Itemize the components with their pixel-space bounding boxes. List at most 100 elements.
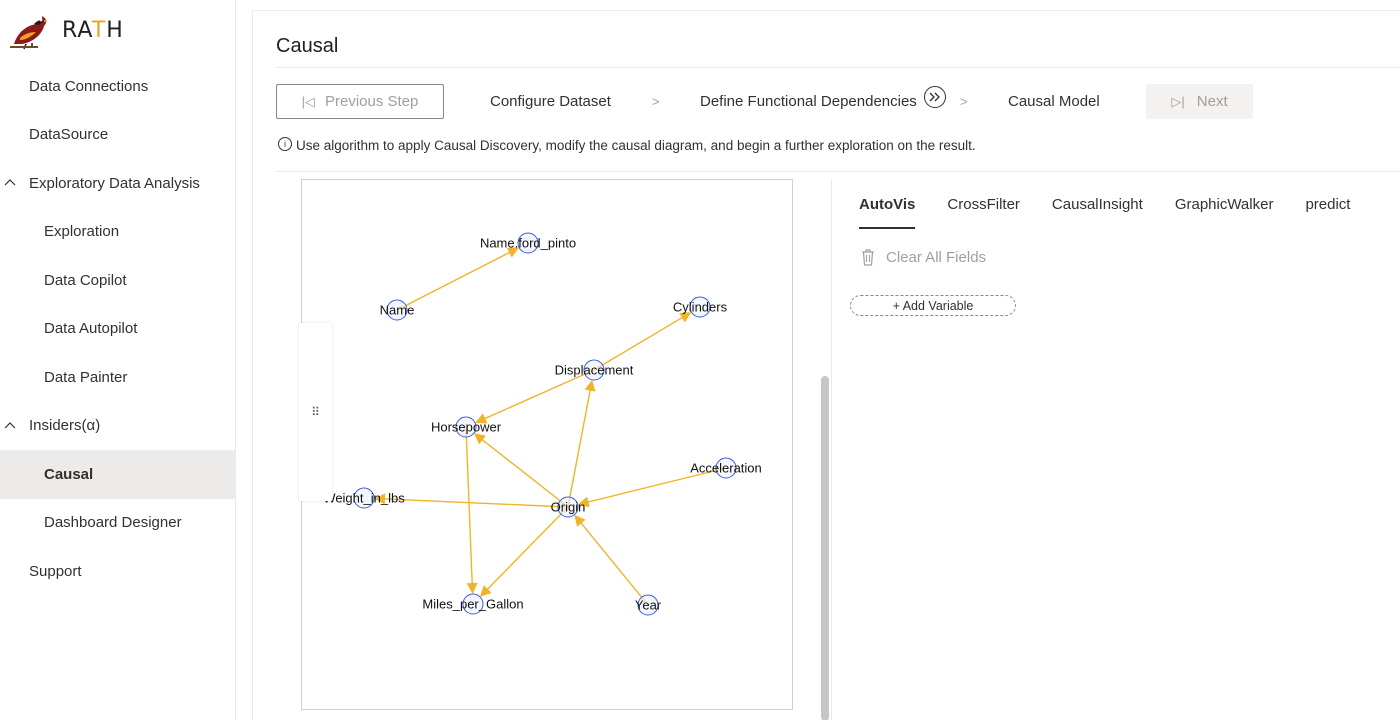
graph-edge-arrow (475, 413, 488, 424)
tab-predict[interactable]: predict (1305, 196, 1351, 213)
previous-step-label: Previous Step (324, 93, 419, 110)
graph-edge[interactable] (482, 369, 595, 421)
graph-node-label: Origin (551, 500, 586, 515)
graph-edge-arrow (479, 585, 492, 597)
divider (276, 67, 1400, 68)
graph-node-displacement[interactable] (583, 359, 605, 381)
add-variable-button[interactable]: + Add Variable (850, 295, 1016, 316)
graph-node-label: Miles_per_Gallon (422, 597, 523, 612)
sidebar-item-data-copilot[interactable]: Data Copilot (0, 256, 235, 305)
sidebar-item-causal[interactable]: Causal (0, 450, 235, 499)
divider (276, 171, 1400, 172)
graph-edge-arrow (473, 433, 486, 445)
clear-all-fields-button[interactable]: Clear All Fields (860, 248, 986, 266)
sidebar-item-datasource[interactable]: DataSource (0, 111, 235, 160)
clear-all-label: Clear All Fields (886, 248, 987, 266)
graph-edge[interactable] (381, 498, 569, 508)
step-separator: > (652, 94, 660, 109)
step-back-icon: |◁ (301, 93, 315, 109)
sidebar-item-label: Causal (44, 465, 94, 483)
tab-graphicwalker[interactable]: GraphicWalker (1174, 196, 1274, 213)
view-tabs: AutoVis CrossFilter CausalInsight GraphicWa… (859, 193, 1382, 229)
trash-icon (862, 249, 874, 266)
previous-step-button[interactable]: |◁ Previous Step (276, 84, 444, 119)
graph-node-label: Cylinders (673, 300, 728, 315)
graph-edge[interactable] (479, 437, 569, 508)
scrollbar-thumb[interactable] (821, 376, 829, 720)
tab-crossfilter[interactable]: CrossFilter (947, 196, 1020, 213)
step-define-functional-dependencies[interactable]: Define Functional Dependencies (700, 93, 917, 110)
graph-node-label: Weight_in_lbs (323, 491, 405, 506)
sidebar-item-label: Data Connections (29, 77, 149, 95)
graph-node-label: Displacement (555, 363, 634, 378)
sidebar-item-dashboard-designer[interactable]: Dashboard Designer (0, 499, 235, 548)
graph-node-weight[interactable] (353, 487, 375, 509)
graph-edge-arrow (584, 379, 596, 392)
sidebar-item-label: Data Painter (44, 368, 128, 386)
graph-node-label: Name.ford_pinto (480, 236, 576, 251)
graph-edge[interactable] (396, 250, 513, 311)
logo[interactable]: RATH (8, 10, 124, 50)
step-causal-model[interactable]: Causal Model (1008, 93, 1100, 110)
sidebar-item-data-autopilot[interactable]: Data Autopilot (0, 305, 235, 354)
sidebar-item-data-painter[interactable]: Data Painter (0, 353, 235, 402)
graph-node-label: Year (635, 598, 662, 613)
graph-edge-arrow (679, 312, 692, 323)
graph-node-year[interactable] (637, 594, 659, 616)
sidebar-item-label: Exploration (44, 223, 120, 241)
tab-autovis[interactable]: AutoVis (859, 193, 916, 229)
graph-node-label: Name (380, 303, 415, 318)
double-chevron-right-icon[interactable] (924, 86, 946, 108)
graph-node-horsepower[interactable] (455, 416, 477, 438)
graph-edge-arrow (373, 493, 386, 505)
graph-node-name_ford_pinto[interactable] (517, 232, 539, 254)
app-name: RATH (62, 17, 124, 43)
chevron-up-icon[interactable] (4, 177, 16, 189)
graph-node-origin[interactable] (557, 496, 579, 518)
sidebar-item-label: Insiders(α) (29, 417, 101, 435)
graph-node-name[interactable] (386, 299, 408, 321)
graph-edge[interactable] (585, 467, 727, 504)
sidebar-item-support[interactable]: Support (0, 547, 235, 596)
graph-edge-arrow (466, 582, 478, 595)
step-bar: |◁ Previous Step Configure Dataset > Def… (276, 84, 1376, 120)
drag-handle-icon[interactable]: ⠿ (299, 323, 332, 501)
graph-node-acceleration[interactable] (715, 457, 737, 479)
tab-causalinsight[interactable]: CausalInsight (1051, 196, 1143, 213)
graph-edge[interactable] (578, 520, 649, 606)
graph-edge[interactable] (593, 315, 685, 371)
graph-edge[interactable] (485, 506, 569, 592)
sidebar-item-label: DataSource (29, 126, 109, 144)
graph-node-mpg[interactable] (462, 593, 484, 615)
sidebar-item-label: Support (29, 562, 82, 580)
step-separator: > (960, 94, 968, 109)
chevron-up-icon[interactable] (4, 420, 16, 432)
sidebar-item-exploration[interactable]: Exploration (0, 208, 235, 257)
info-icon: i (278, 136, 292, 151)
page-title: Causal (276, 35, 339, 57)
sidebar-item-insiders[interactable]: Insiders(α) (0, 402, 235, 451)
graph-node-label: Acceleration (690, 461, 762, 476)
hint-message: Use algorithm to apply Causal Discovery,… (296, 138, 976, 153)
main-content: Causal |◁ Previous Step Configure Datase… (252, 10, 1400, 720)
step-forward-icon: ▷| (1171, 93, 1185, 109)
graph-edge-arrow (574, 514, 586, 527)
step-configure-dataset[interactable]: Configure Dataset (490, 93, 611, 110)
next-label: Next (1196, 93, 1228, 110)
scrollbar-track[interactable] (818, 179, 832, 720)
next-button[interactable]: ▷| Next (1146, 84, 1253, 119)
hint-text: i Use algorithm to apply Causal Discover… (278, 136, 976, 153)
graph-edge[interactable] (465, 426, 473, 587)
sidebar-item-label: Data Copilot (44, 271, 127, 289)
graph-edge[interactable] (567, 387, 592, 508)
graph-node-label: Horsepower (431, 420, 502, 435)
sidebar-item-exploratory-data-analysis[interactable]: Exploratory Data Analysis (0, 159, 235, 208)
graph-node-cylinders[interactable] (689, 296, 711, 318)
sidebar-item-data-connections[interactable]: Data Connections (0, 62, 235, 111)
sidebar-item-label: Dashboard Designer (44, 514, 182, 532)
